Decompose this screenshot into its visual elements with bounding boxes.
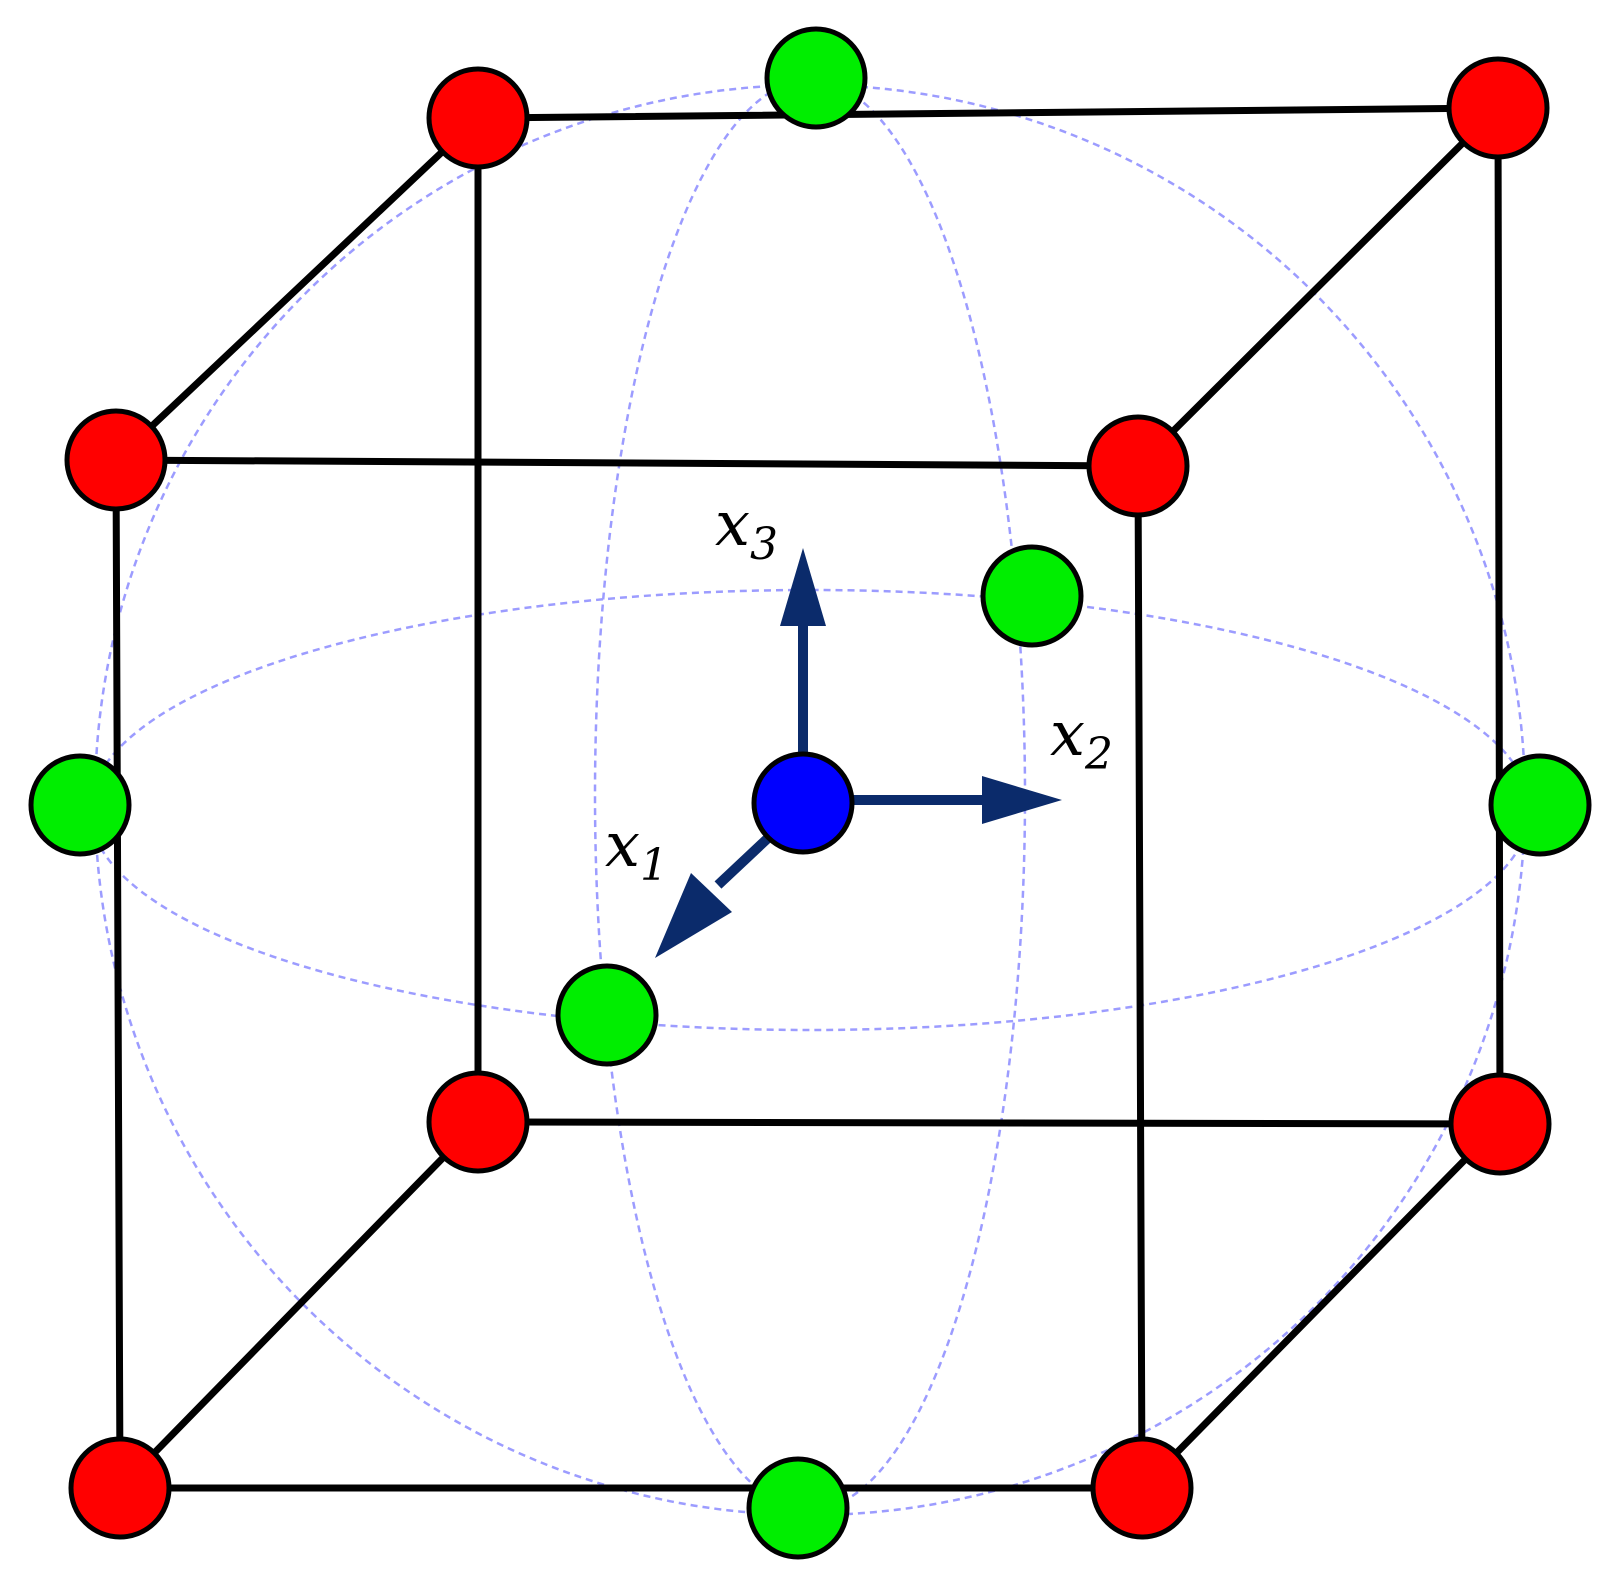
x3-axis-arrowhead	[780, 548, 826, 626]
x1-axis-arrowhead	[655, 873, 732, 958]
cube-edge	[1138, 1120, 1504, 1492]
factorial-points	[64, 56, 1552, 1540]
factorial-point	[1448, 1072, 1552, 1176]
cube-edge	[112, 456, 1142, 470]
center-point	[751, 751, 855, 855]
cube-edge	[112, 114, 482, 464]
cube-edge	[474, 1118, 1504, 1128]
axis-label-x1-symbol: x	[605, 808, 640, 881]
cube-edge	[474, 104, 1502, 122]
axis-label-x1-subscript: 1	[640, 840, 668, 891]
cube-edge	[112, 456, 124, 1492]
factorial-point	[1446, 56, 1550, 160]
cube-edge	[1134, 104, 1502, 470]
factorial-point	[426, 1070, 530, 1174]
center-points	[751, 751, 855, 855]
axis-label-x3: x3	[715, 487, 778, 570]
axial-point	[555, 963, 659, 1067]
axial-point	[746, 1456, 850, 1560]
cube-edges	[112, 104, 1504, 1492]
cube-edge	[1494, 104, 1504, 1128]
axis-label-x3-subscript: 3	[750, 519, 778, 570]
axial-point	[980, 544, 1084, 648]
factorial-point	[426, 66, 530, 170]
axis-label-x2-subscript: 2	[1084, 729, 1113, 780]
cube-edge	[116, 1118, 482, 1492]
axial-points	[28, 26, 1592, 1560]
axis-label-x2: x2	[1050, 697, 1113, 780]
factorial-point	[68, 1436, 172, 1540]
factorial-point	[64, 408, 168, 512]
factorial-point	[1090, 1436, 1194, 1540]
axial-point	[764, 26, 868, 130]
axial-point	[28, 753, 132, 857]
axial-point	[1488, 753, 1592, 857]
axis-label-x2-symbol: x	[1050, 697, 1085, 770]
axis-label-x3-symbol: x	[715, 487, 750, 560]
axis-label-x1: x1	[605, 808, 668, 891]
factorial-point	[1086, 414, 1190, 518]
x2-axis-arrowhead	[982, 776, 1062, 824]
cube-edge	[1134, 462, 1146, 1492]
